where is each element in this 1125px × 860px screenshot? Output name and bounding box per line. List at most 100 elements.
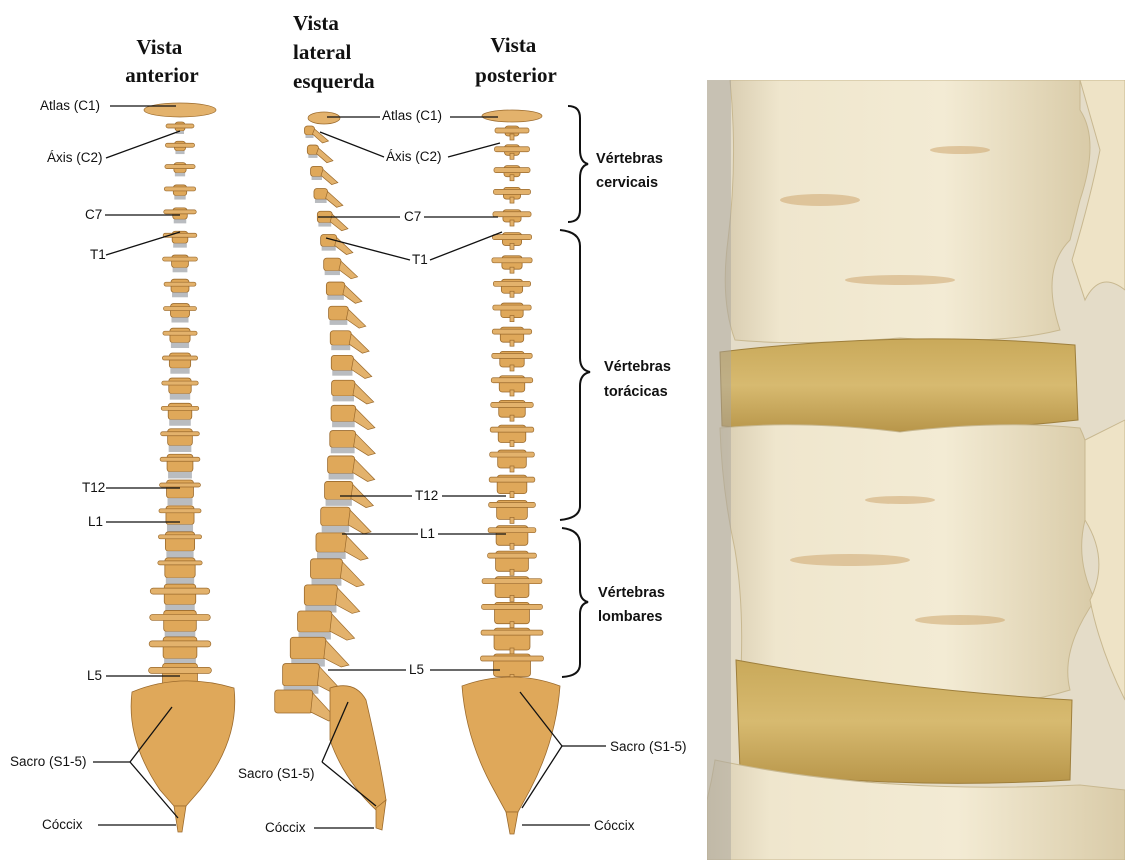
intervertebral-disc	[331, 447, 355, 453]
vertebra	[169, 378, 191, 394]
coccyx	[506, 812, 518, 834]
transverse-process	[481, 630, 543, 635]
spinous-process	[317, 148, 333, 163]
vertebra	[330, 331, 351, 345]
spinous-process	[335, 238, 353, 255]
vertebra	[330, 431, 356, 448]
intervertebral-disc	[331, 345, 350, 350]
sacrum	[131, 681, 235, 806]
spinous-process	[510, 569, 514, 575]
vertebra	[332, 380, 355, 396]
spinous-process	[510, 492, 514, 498]
thoracic-brace	[560, 230, 590, 520]
transverse-process	[490, 427, 534, 432]
label-l5-center: L5	[409, 662, 424, 677]
transverse-process	[493, 212, 531, 217]
spinous-process	[510, 340, 514, 346]
atlas-vertebra	[308, 112, 340, 124]
rib-facet	[158, 561, 202, 565]
transverse-process	[494, 147, 529, 152]
transverse-process	[492, 258, 532, 263]
label-t1-anterior: T1	[90, 247, 106, 262]
label-sacro-lateral: Sacro (S1-5)	[238, 766, 315, 781]
intervertebral-disc	[308, 155, 317, 158]
label-t1-center: T1	[412, 252, 428, 267]
vertebra	[326, 282, 345, 295]
spinous-process	[510, 648, 514, 654]
intervertebral-disc	[332, 422, 355, 428]
intervertebral-disc	[329, 473, 354, 479]
spinous-process	[510, 197, 514, 203]
vertebra	[324, 258, 341, 271]
spinous-process	[353, 459, 375, 482]
transverse-process	[164, 187, 195, 191]
intervertebral-disc	[167, 525, 193, 532]
intervertebral-disc	[312, 177, 322, 180]
spinous-process	[510, 134, 514, 140]
anterior-spine-illustration	[131, 103, 235, 832]
vertebra	[290, 637, 326, 659]
spinous-process	[510, 175, 514, 181]
vertebra	[168, 429, 193, 446]
anterior-view-title: Vista anterior	[125, 35, 198, 87]
rib-facet	[158, 535, 201, 539]
photo-shadow	[707, 80, 731, 860]
transverse-process	[150, 614, 211, 620]
spinous-process	[348, 510, 371, 534]
spinous-process	[510, 153, 514, 159]
transverse-process	[495, 128, 529, 133]
intervertebral-disc	[171, 317, 188, 322]
spinous-process	[510, 441, 514, 447]
coccyx	[174, 806, 186, 832]
spinous-process	[321, 169, 338, 184]
label-c7-center: C7	[404, 209, 421, 224]
vertebra	[304, 585, 337, 606]
rib-facet	[160, 483, 201, 487]
atlas-vertebra	[482, 110, 542, 122]
group-thoracic: Vértebras torácicas	[604, 359, 675, 400]
vertebra	[169, 353, 190, 368]
label-coccix-posterior: Cóccix	[594, 818, 635, 833]
vertebra	[321, 507, 350, 526]
spinous-process	[510, 243, 514, 249]
vertebra	[316, 533, 347, 552]
vertebra	[275, 690, 313, 713]
intervertebral-disc	[169, 420, 191, 426]
label-atlas-anterior: Atlas (C1)	[40, 98, 100, 113]
spinous-process	[324, 640, 349, 667]
transverse-process	[481, 656, 544, 661]
transverse-process	[482, 579, 542, 584]
transverse-process	[482, 604, 543, 609]
intervertebral-disc	[168, 498, 193, 505]
spinous-process	[510, 267, 514, 273]
transverse-process	[493, 305, 531, 310]
vertebral-body-upper	[725, 80, 1090, 343]
group-cervical: Vértebras cervicais	[596, 151, 667, 191]
vertebra	[331, 405, 356, 421]
spinous-process	[510, 220, 514, 226]
vertebra	[331, 355, 353, 370]
spinous-process	[510, 390, 514, 396]
label-sacro-posterior: Sacro (S1-5)	[610, 739, 687, 754]
transverse-process	[492, 235, 531, 240]
intervertebral-disc	[317, 552, 346, 559]
intervertebral-disc	[332, 370, 352, 375]
spinous-process	[351, 358, 371, 378]
label-l1-anterior: L1	[88, 514, 103, 529]
spinous-process	[339, 261, 358, 279]
transverse-process	[490, 452, 535, 457]
rib-facet	[163, 331, 197, 335]
leader-line	[448, 143, 500, 157]
transverse-process	[488, 553, 537, 558]
transverse-process	[491, 378, 532, 383]
transverse-process	[489, 477, 535, 482]
vertebrae-photo	[707, 80, 1125, 860]
spinous-process	[510, 316, 514, 322]
leader-line	[430, 232, 502, 260]
intervertebral-disc	[318, 223, 331, 227]
spinous-process	[354, 434, 376, 456]
vertebral-body-middle	[720, 425, 1095, 705]
intervertebral-disc	[168, 472, 192, 479]
intervertebral-disc-upper	[720, 339, 1078, 432]
vertebra	[283, 664, 320, 686]
